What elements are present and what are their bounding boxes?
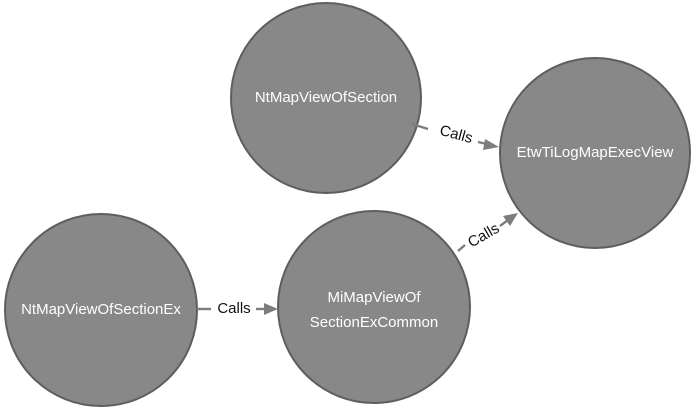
edge-label: Calls <box>465 220 502 251</box>
edge-sectionex-to-common: Calls <box>197 300 278 317</box>
node-circle <box>230 2 422 194</box>
edge-line <box>411 122 429 131</box>
node-label-line-2: SectionExCommon <box>310 314 438 331</box>
node-mi-map-view-of-section-ex-common[interactable]: MiMapViewOf SectionExCommon <box>277 210 471 404</box>
node-nt-map-view-of-section-ex[interactable]: NtMapViewOfSectionEx <box>4 213 198 407</box>
arrowhead-icon <box>483 139 499 150</box>
node-label-line-1: MiMapViewOf <box>327 289 421 306</box>
node-label: NtMapViewOfSectionEx <box>21 301 181 318</box>
edge-common-to-etw: Calls <box>457 213 518 252</box>
arrowhead-icon <box>503 213 518 226</box>
node-circle <box>277 210 471 404</box>
node-circle <box>499 57 691 249</box>
edge-label: Calls <box>438 122 475 147</box>
node-label: NtMapViewOfSection <box>255 89 397 106</box>
edge-label: Calls <box>217 300 250 317</box>
arrowhead-icon <box>264 303 278 315</box>
node-etw-ti-log-map-exec-view[interactable]: EtwTiLogMapExecView <box>499 57 691 249</box>
node-nt-map-view-of-section[interactable]: NtMapViewOfSection <box>230 2 422 194</box>
edge-section-to-etw: Calls <box>411 122 499 150</box>
edge-line <box>457 244 466 252</box>
node-label: EtwTiLogMapExecView <box>517 144 674 161</box>
